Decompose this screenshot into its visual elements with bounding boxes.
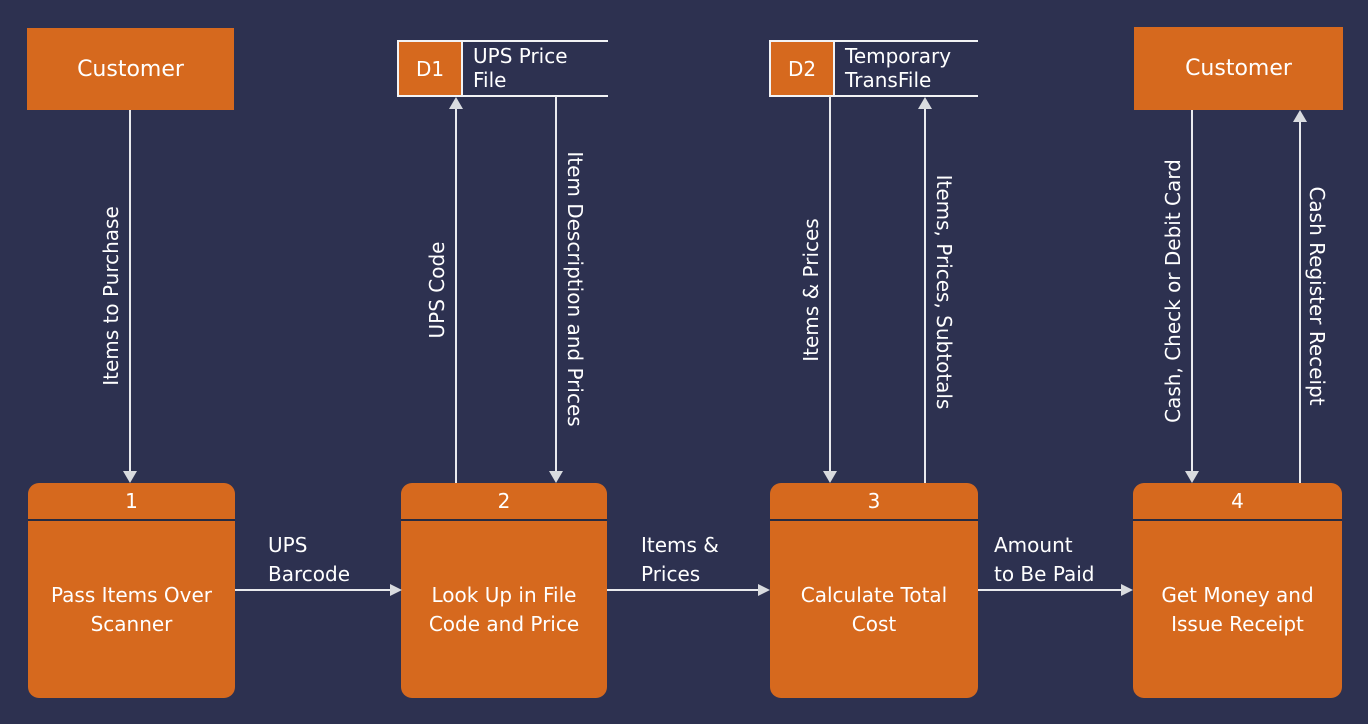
- external-entity-customer-left[interactable]: Customer: [27, 28, 234, 110]
- flow-label: Items & Prices: [641, 533, 719, 586]
- entity-label: Customer: [77, 56, 184, 82]
- process-label: Pass Items Over Scanner: [50, 582, 213, 636]
- flow-line: [1299, 121, 1301, 483]
- data-store-d1[interactable]: D1 UPS Price File: [397, 40, 608, 97]
- flow-label: Items & Prices: [799, 218, 823, 362]
- flow-arrowhead-down: [123, 471, 137, 483]
- data-store-label: Temporary TransFile: [845, 44, 952, 93]
- flow-arrowhead-up: [918, 97, 932, 109]
- process-label: Get Money and Issue Receipt: [1161, 582, 1314, 636]
- flow-label: Items, Prices, Subtotals: [932, 174, 956, 410]
- flow-line: [978, 589, 1121, 591]
- flow-line: [555, 96, 557, 472]
- flow-line: [235, 589, 390, 591]
- flow-line: [829, 96, 831, 472]
- flow-arrowhead-up: [1293, 110, 1307, 122]
- process-label: Calculate Total Cost: [800, 582, 948, 636]
- process-3-calculate-total-cost[interactable]: 3 Calculate Total Cost: [770, 483, 978, 698]
- process-number: 4: [1133, 483, 1342, 521]
- data-store-label: UPS Price File: [473, 44, 568, 93]
- flow-line: [1191, 110, 1193, 472]
- data-store-id-badge: D1: [399, 42, 463, 95]
- process-1-pass-items-over-scanner[interactable]: 1 Pass Items Over Scanner: [28, 483, 235, 698]
- flow-line: [924, 108, 926, 483]
- process-4-get-money-issue-receipt[interactable]: 4 Get Money and Issue Receipt: [1133, 483, 1342, 698]
- flow-arrowhead-down: [549, 471, 563, 483]
- flow-label: Cash, Check or Debit Card: [1161, 159, 1185, 423]
- flow-arrowhead-right: [390, 584, 402, 596]
- external-entity-customer-right[interactable]: Customer: [1134, 27, 1343, 110]
- entity-label: Customer: [1185, 56, 1292, 81]
- process-2-look-up-in-file[interactable]: 2 Look Up in File Code and Price: [401, 483, 607, 698]
- data-store-id-badge: D2: [771, 42, 835, 95]
- process-number: 1: [28, 483, 235, 521]
- data-store-d2[interactable]: D2 Temporary TransFile: [769, 40, 978, 97]
- flow-arrowhead-right: [758, 584, 770, 596]
- flow-line: [129, 110, 131, 472]
- flow-line: [455, 108, 457, 483]
- flow-label: UPS Barcode: [268, 533, 350, 586]
- flow-label: Cash Register Receipt: [1305, 186, 1329, 406]
- flow-arrowhead-right: [1121, 584, 1133, 596]
- flow-arrowhead-down: [1185, 471, 1199, 483]
- flow-arrowhead-up: [449, 97, 463, 109]
- process-number: 2: [401, 483, 607, 521]
- flow-label: Item Description and Prices: [563, 151, 587, 427]
- process-number: 3: [770, 483, 978, 521]
- flow-arrowhead-down: [823, 471, 837, 483]
- flow-label: Items to Purchase: [99, 206, 123, 386]
- flow-label: Amount to Be Paid: [994, 533, 1095, 586]
- process-label: Look Up in File Code and Price: [428, 582, 580, 636]
- flow-line: [607, 589, 758, 591]
- flow-label: UPS Code: [425, 241, 449, 339]
